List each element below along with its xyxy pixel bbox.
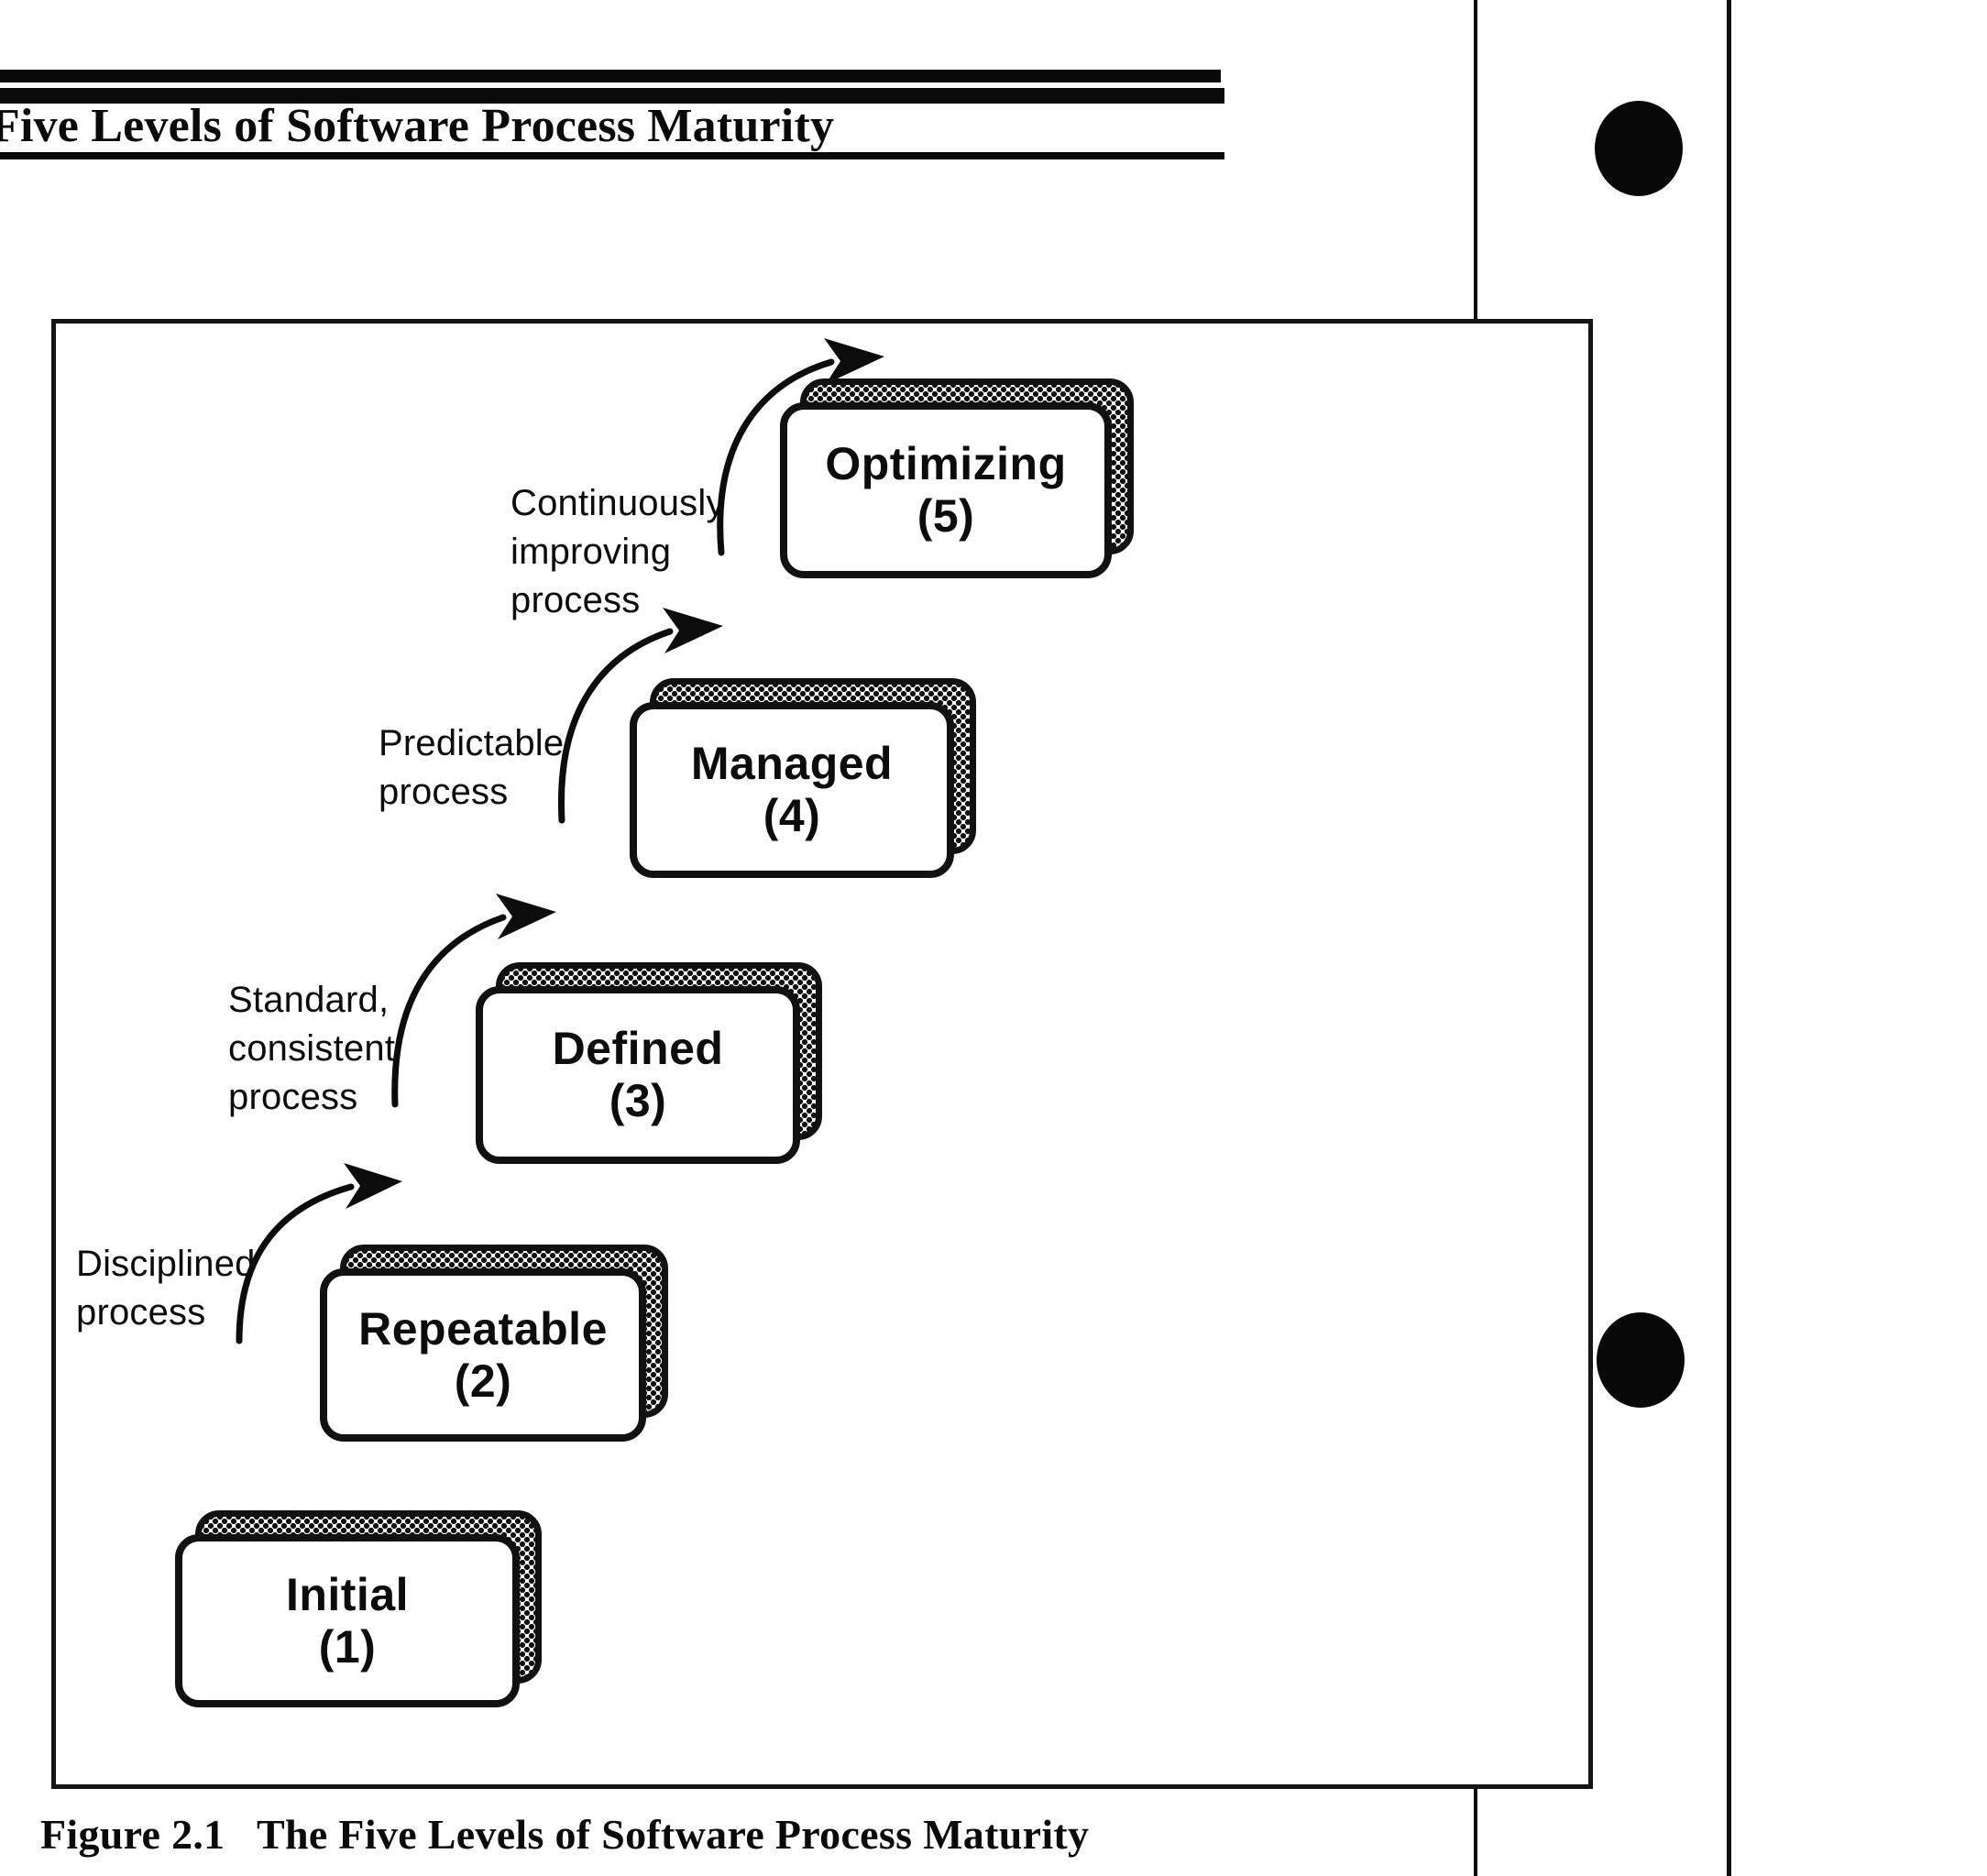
transition-label-disciplined-process: Disciplined process: [76, 1244, 256, 1333]
arrow-defined-to-managed: [557, 608, 723, 824]
level-number: (2): [454, 1355, 512, 1407]
transition-label-predictable-process: Predictable process: [379, 723, 565, 813]
level-card-front: Optimizing (5): [780, 402, 1112, 578]
level-number: (4): [763, 790, 821, 841]
level-box-managed[interactable]: Managed (4): [630, 678, 976, 878]
level-box-optimizing[interactable]: Optimizing (5): [780, 378, 1134, 578]
level-name: Optimizing: [825, 438, 1067, 489]
punch-hole-bottom: [1597, 1312, 1685, 1408]
arrow-repeatable-to-defined: [391, 894, 556, 1108]
header-rule-second: [0, 88, 1224, 104]
arrow-managed-to-optimizing: [717, 338, 884, 556]
header-rule-top: [0, 70, 1221, 82]
figure-caption: Figure 2.1 The Five Levels of Software P…: [40, 1811, 1090, 1858]
level-name: Defined: [552, 1023, 724, 1074]
level-box-initial[interactable]: Initial (1): [175, 1510, 542, 1707]
level-number: (5): [917, 490, 975, 542]
level-card-front: Repeatable (2): [320, 1268, 646, 1442]
transition-label-standard-consistent-process: Standard, consistent process: [228, 980, 396, 1118]
figure-border: Disciplined process Standard, consistent…: [51, 319, 1593, 1789]
transition-label-continuously-improving-process: Continuously improving process: [510, 483, 725, 621]
level-card-front: Managed (4): [630, 702, 954, 878]
level-card-front: Initial (1): [175, 1534, 520, 1707]
level-name: Repeatable: [358, 1302, 608, 1355]
arrow-initial-to-repeatable: [236, 1163, 402, 1344]
level-box-defined[interactable]: Defined (3): [476, 962, 822, 1164]
punch-hole-top: [1595, 101, 1683, 196]
level-name: Initial: [285, 1568, 410, 1620]
level-box-repeatable[interactable]: Repeatable (2): [320, 1245, 668, 1442]
scan-edge-line-outer: [1727, 0, 1731, 1876]
level-name: Managed: [690, 738, 894, 789]
running-head: Five Levels of Software Process Maturity: [0, 100, 835, 152]
level-number: (3): [609, 1075, 667, 1126]
level-card-front: Defined (3): [476, 986, 800, 1164]
header-rule-bottom: [0, 152, 1224, 159]
level-number: (1): [318, 1620, 377, 1673]
